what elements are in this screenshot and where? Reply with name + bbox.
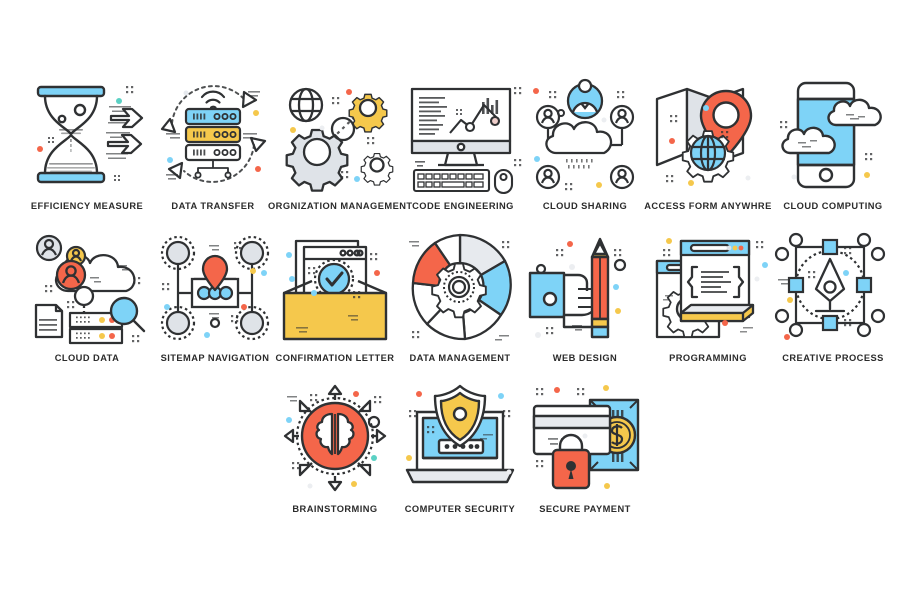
icon-label: PROGRAMMING [669,353,747,363]
server-transfer-icon [148,75,278,195]
envelope-check-icon [270,227,400,347]
icon-label: ORGNIZATION MANAGEMENT [268,201,413,211]
gears-globe-icon [275,75,405,195]
icon-card-data-transfer[interactable]: DATA TRANSFER [148,75,278,211]
icon-card-computer-security[interactable]: COMPUTER SECURITY [395,378,525,514]
icon-label: CLOUD SHARING [542,201,628,211]
cloud-database-icon [22,227,152,347]
icon-card-code-engineering[interactable]: CODE ENGINEERING [398,75,528,211]
icon-label: BRAINSTORMING [292,504,378,514]
desktop-computer-icon [398,75,528,195]
icon-card-cloud-computing[interactable]: CLOUD COMPUTING [768,75,898,211]
icon-card-programming[interactable]: PROGRAMMING [643,227,773,363]
icon-label: CONFIRMATION LETTER [275,353,395,363]
icon-card-orgnization-management[interactable]: ORGNIZATION MANAGEMENT [268,75,413,211]
icon-card-cloud-sharing[interactable]: CLOUD SHARING [520,75,650,211]
icon-card-data-management[interactable]: DATA MANAGEMENT [395,227,525,363]
icon-label: SECURE PAYMENT [539,504,631,514]
icon-label: ACCESS FORM ANYWHRE [644,201,772,211]
hand-pencil-icon [520,227,650,347]
pen-tool-icon [768,227,898,347]
icon-label: DATA MANAGEMENT [409,353,511,363]
icon-label: CLOUD COMPUTING [783,201,883,211]
icon-card-sitemap-navigation[interactable]: SITEMAP NAVIGATION [150,227,280,363]
icon-label: WEB DESIGN [552,353,618,363]
icon-label: CREATIVE PROCESS [782,353,884,363]
icon-card-web-design[interactable]: WEB DESIGN [520,227,650,363]
icon-label: CODE ENGINEERING [412,201,514,211]
icon-label: DATA TRANSFER [171,201,255,211]
icon-label: SITEMAP NAVIGATION [160,353,270,363]
icon-card-brainstorming[interactable]: BRAINSTORMING [270,378,400,514]
icon-label: COMPUTER SECURITY [404,504,516,514]
hourglass-icon [22,75,152,195]
icon-card-cloud-data[interactable]: CLOUD DATA [22,227,152,363]
cloud-users-icon [520,75,650,195]
icon-label: CLOUD DATA [54,353,120,363]
icon-card-creative-process[interactable]: CREATIVE PROCESS [768,227,898,363]
icon-card-access-form-anywhere[interactable]: ACCESS FORM ANYWHRE [643,75,773,211]
icon-card-efficiency-measure[interactable]: EFFICIENCY MEASURE [22,75,152,211]
card-lock-money-icon [520,378,650,498]
laptop-shield-icon [395,378,525,498]
code-window-gear-icon [643,227,773,347]
sitemap-icon [150,227,280,347]
donut-gear-icon [395,227,525,347]
icon-card-confirmation-letter[interactable]: CONFIRMATION LETTER [270,227,400,363]
brain-arrows-icon [270,378,400,498]
icon-card-secure-payment[interactable]: SECURE PAYMENT [520,378,650,514]
icon-label: EFFICIENCY MEASURE [30,201,144,211]
smartphone-cloud-icon [768,75,898,195]
map-pin-globe-icon [643,75,773,195]
